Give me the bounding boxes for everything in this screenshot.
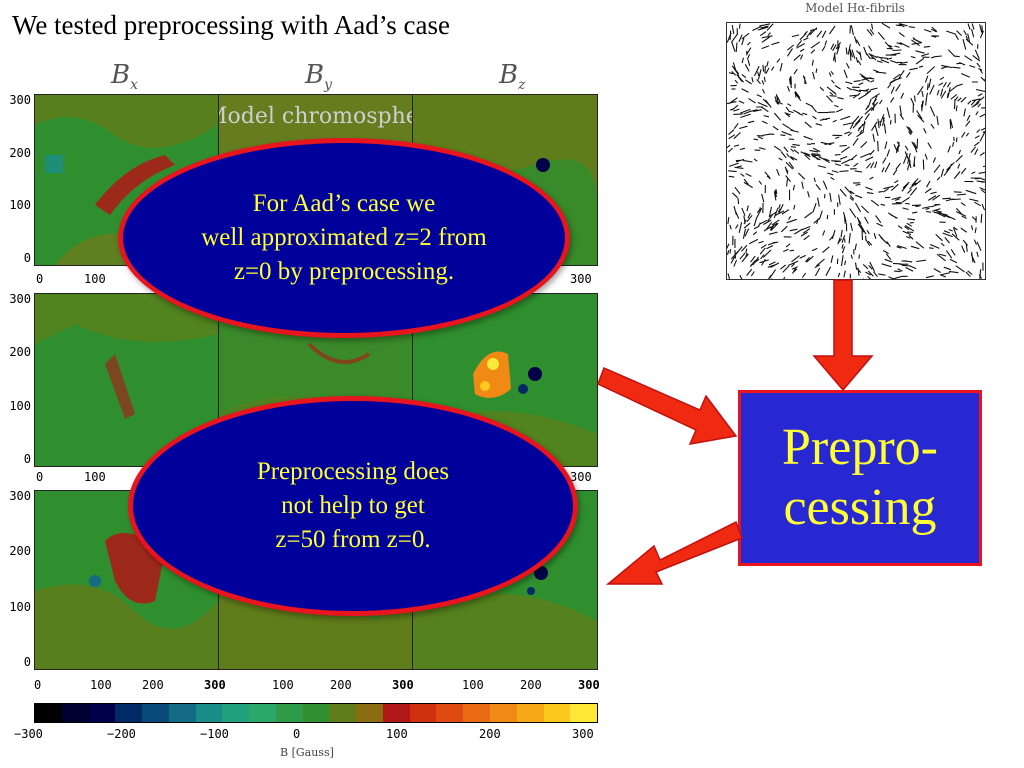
colorbar-segment	[61, 704, 89, 722]
colorbar-tick: 0	[293, 727, 301, 741]
x-tick-bottom: 200	[330, 678, 352, 692]
colorbar-segment	[35, 704, 62, 722]
colorbar-segment	[249, 704, 276, 722]
colorbar-unit-label: B [Gauss]	[280, 746, 334, 759]
bx-label: Bx	[111, 60, 139, 94]
ellipse-top-line-2: well approximated z=2 from	[201, 224, 487, 252]
y-tick: 300	[9, 292, 31, 306]
x-tick-bottom: 300	[392, 678, 414, 692]
colorbar-segment	[115, 704, 143, 722]
x-tick-bottom: 100	[462, 678, 484, 692]
colorbar-segment	[490, 704, 517, 722]
x-tick-bottom: 300	[578, 678, 600, 692]
colorbar-segment	[329, 704, 357, 722]
colorbar-tick: −100	[200, 727, 229, 741]
x-tick-bottom: 100	[272, 678, 294, 692]
x-tick: 0	[36, 272, 44, 286]
bz-label: Bz	[499, 60, 526, 94]
box-line-2: cessing	[783, 479, 937, 536]
y-tick: 0	[23, 251, 31, 265]
y-tick: 200	[9, 145, 31, 160]
colorbar-segment	[570, 704, 597, 722]
y-tick: 300	[9, 489, 31, 503]
colorbar-segment	[275, 704, 303, 722]
arrow-down	[812, 279, 874, 392]
preprocessing-box: Prepro- cessing	[738, 390, 982, 566]
colorbar-segment	[516, 704, 544, 722]
fibril-panel-title: Model Hα-fibrils	[805, 1, 905, 15]
y-tick: 0	[23, 655, 31, 669]
colorbar-segment	[195, 704, 223, 722]
y-tick: 200	[9, 345, 31, 360]
colorbar-tick: 100	[386, 727, 408, 741]
colorbar-segment	[543, 704, 571, 722]
colorbar-segment	[302, 704, 330, 722]
x-tick: 300	[570, 470, 592, 484]
colorbar	[34, 703, 598, 723]
colorbar-segment	[356, 704, 383, 722]
colorbar-tick: −300	[14, 727, 43, 741]
by-label: By	[305, 60, 333, 94]
box-line-1: Prepro-	[782, 419, 938, 477]
x-tick-bottom: 0	[34, 678, 42, 692]
ellipse-bottom-line-2: not help to get	[281, 492, 425, 520]
colorbar-segment	[463, 704, 491, 722]
x-tick-bottom: 300	[204, 678, 226, 692]
colorbar-segment	[409, 704, 437, 722]
y-tick: 200	[9, 544, 31, 559]
y-tick: 0	[23, 452, 31, 466]
colorbar-tick: 300	[572, 727, 594, 741]
fibril-strokes	[727, 23, 985, 279]
colorbar-tick: 200	[479, 727, 501, 741]
y-tick: 300	[9, 93, 31, 107]
colorbar-segment	[168, 704, 196, 722]
y-tick: 100	[9, 599, 31, 614]
colorbar-segment	[222, 704, 250, 722]
ellipse-top-line-3: z=0 by preprocessing.	[233, 257, 455, 285]
ellipse-bottom-line-1: Preprocessing does	[256, 458, 450, 486]
arrow-right-in	[597, 366, 738, 445]
colorbar-segment	[436, 704, 464, 722]
x-tick: 300	[570, 272, 592, 286]
y-tick: 100	[9, 198, 31, 213]
callout-ellipse-bottom: Preprocessing does not help to get z=50 …	[128, 396, 578, 616]
x-tick: 100	[84, 272, 106, 286]
x-tick-bottom: 100	[90, 678, 112, 692]
arrow-left-out	[605, 520, 743, 585]
colorbar-segment	[142, 704, 169, 722]
fibril-pattern	[727, 23, 985, 279]
ellipse-top-line-1: For Aad’s case we	[252, 190, 436, 218]
slide-title: We tested preprocessing with Aad’s case	[12, 10, 450, 40]
panel-title-model-chromosphere: Model chromosphere	[219, 104, 412, 129]
ellipse-bottom-line-3: z=50 from z=0.	[275, 525, 431, 553]
x-tick: 0	[36, 470, 44, 484]
x-tick-bottom: 200	[142, 678, 164, 692]
x-tick-bottom: 200	[520, 678, 542, 692]
x-tick: 100	[84, 470, 106, 484]
y-tick: 100	[9, 398, 31, 413]
colorbar-segment	[382, 704, 410, 722]
colorbar-segment	[88, 704, 116, 722]
colorbar-tick: −200	[107, 727, 136, 741]
callout-ellipse-top: For Aad’s case we well approximated z=2 …	[118, 138, 570, 338]
fibril-image	[726, 22, 986, 280]
